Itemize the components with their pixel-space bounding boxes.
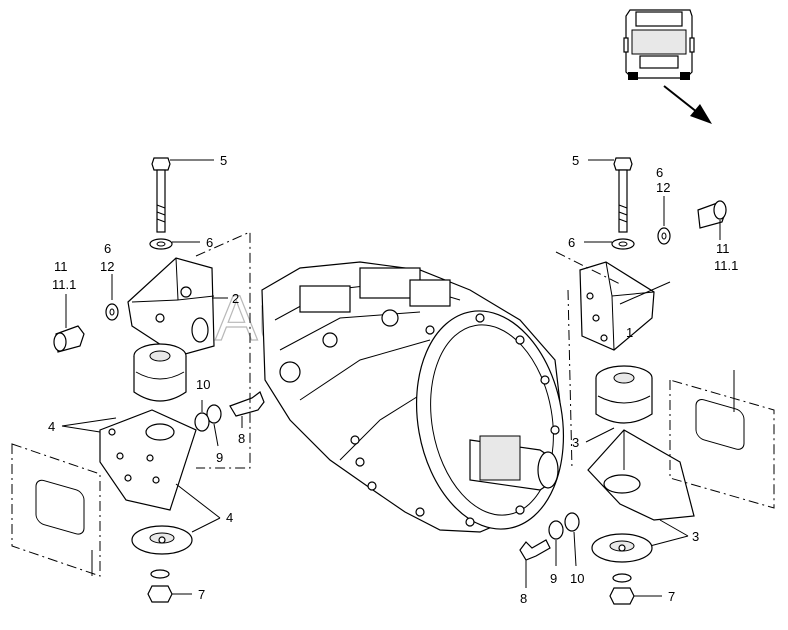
label-right-10: 10 [570,571,584,586]
right-washer-9 [548,520,564,540]
gearbox-housing [261,261,565,533]
right-washer-6 [611,238,635,250]
label-left-6-washer: 6 [206,235,213,250]
left-lower-disc [131,525,193,555]
left-lower-bracket-4 [99,409,197,511]
label-left-9: 9 [216,450,223,465]
label-left-12: 12 [100,259,114,274]
label-left-4-lower: 4 [226,510,233,525]
label-right-1: 1 [626,325,633,340]
label-right-6-screw: 6 [656,165,663,180]
right-bolt-8 [519,539,551,561]
left-screw-11 [53,325,85,353]
label-right-7: 7 [668,589,675,604]
right-washer-7 [612,573,632,583]
right-bolt-5 [613,157,633,233]
right-screw-11 [697,200,727,229]
label-left-2: 2 [232,291,239,306]
label-right-5: 5 [572,153,579,168]
left-bolt-5 [151,157,171,233]
right-lower-disc [591,533,653,563]
label-left-8: 8 [238,431,245,446]
label-right-3-upper: 3 [572,435,579,450]
label-right-9: 9 [550,571,557,586]
label-left-10: 10 [196,377,210,392]
label-right-6-washer: 6 [568,235,575,250]
right-lower-bracket-3 [587,429,695,521]
left-rubber-mount [133,343,187,402]
left-washer-6 [149,238,173,250]
right-rubber-mount [595,365,653,424]
right-washer-10 [564,512,580,532]
label-right-12: 12 [656,180,670,195]
left-nut-7 [147,585,173,603]
label-right-11: 11 [716,241,730,256]
left-bracket-2 [127,257,215,357]
label-right-8: 8 [520,591,527,606]
left-washer-12 [105,303,119,321]
direction-arrow-icon [663,85,712,124]
left-washer-10 [194,412,210,432]
label-left-4: 4 [48,419,55,434]
label-left-7: 7 [198,587,205,602]
right-washer-12 [657,227,671,245]
left-bolt-8 [229,391,265,417]
left-washer-7 [150,569,170,579]
label-left-11-1: 11.1 [52,277,76,292]
label-left-6-screw: 6 [104,241,111,256]
label-right-11-1: 11.1 [714,258,738,273]
right-nut-7 [609,587,635,605]
left-adapter-plate [11,443,101,577]
right-bracket-1 [579,261,655,351]
truck-front-icon [623,9,695,80]
label-left-5: 5 [220,153,227,168]
right-adapter-plate [669,370,775,509]
label-left-11: 11 [54,259,68,274]
label-right-3-lower: 3 [692,529,699,544]
left-washer-9 [206,404,222,424]
